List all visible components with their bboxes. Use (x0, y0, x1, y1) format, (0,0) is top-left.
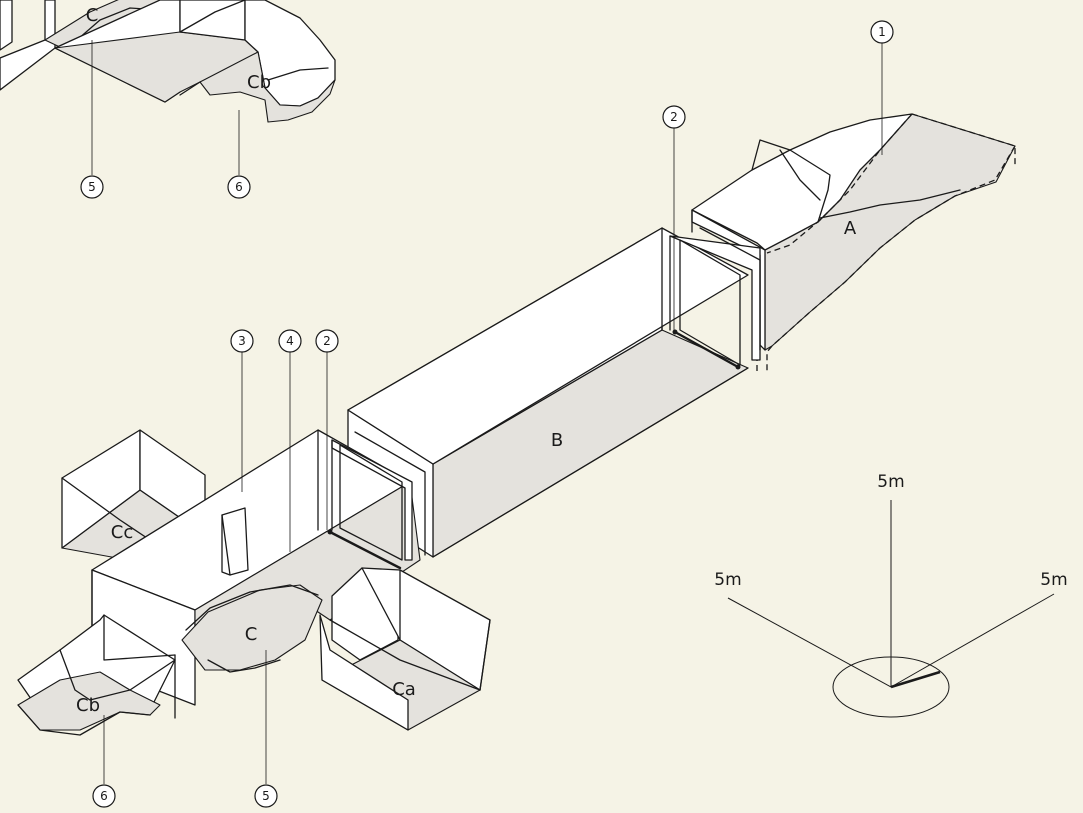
callout-2-bottom: 2 (315, 329, 339, 353)
label-inset-room-cb: Cb (247, 72, 271, 93)
inset-view (0, 0, 336, 123)
room-a (691, 113, 1016, 375)
callout-5-inset: 5 (80, 175, 104, 199)
callout-5-main: 5 (254, 784, 278, 808)
callout-3: 3 (230, 329, 254, 353)
callouts: 1 2 3 4 2 5 6 5 (80, 20, 894, 808)
callout-4: 4 (278, 329, 302, 353)
label-room-b: B (551, 430, 563, 451)
svg-text:3: 3 (238, 334, 246, 348)
callout-6-main: 6 (92, 784, 116, 808)
svg-text:4: 4 (286, 334, 294, 348)
svg-text:2: 2 (670, 110, 678, 124)
room-labels: A B C Ca Cb Cc C Cb (76, 5, 857, 716)
label-room-c: C (245, 624, 258, 645)
scale-left-label: 5m (714, 570, 741, 590)
scale-right-label: 5m (1040, 570, 1067, 590)
svg-text:6: 6 (100, 789, 108, 803)
label-inset-room-c: C (86, 5, 99, 26)
scale-indicator: 5m 5m 5m (714, 472, 1068, 718)
callout-leaders (91, 40, 883, 784)
svg-text:2: 2 (323, 334, 331, 348)
svg-text:5: 5 (88, 180, 96, 194)
callout-2-top: 2 (662, 105, 686, 129)
svg-text:5: 5 (262, 789, 270, 803)
chamber-complex (17, 429, 491, 736)
scale-vertical-label: 5m (877, 472, 904, 492)
callout-6-inset: 6 (227, 175, 251, 199)
callout-1: 1 (870, 20, 894, 44)
label-room-cb: Cb (76, 695, 100, 716)
label-room-a: A (844, 218, 857, 239)
label-room-ca: Ca (392, 679, 416, 700)
svg-text:1: 1 (878, 25, 886, 39)
svg-text:6: 6 (235, 180, 243, 194)
label-room-cc: Cc (111, 522, 133, 543)
